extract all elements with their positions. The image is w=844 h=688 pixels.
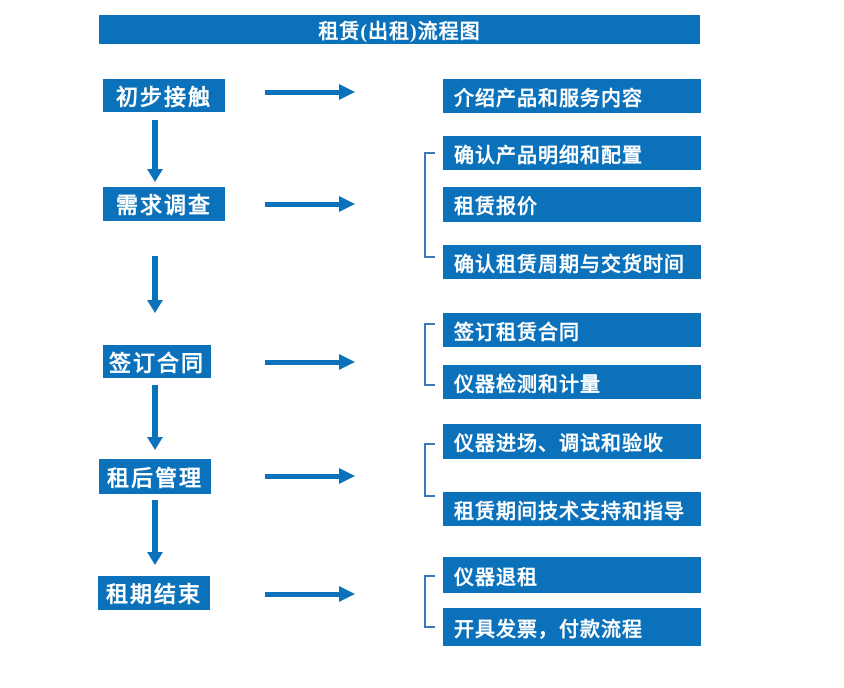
arrow-shaft (152, 120, 158, 169)
arrow-down-icon (147, 385, 163, 450)
output-box: 仪器检测和计量 (443, 365, 701, 399)
bracket-connector (424, 443, 435, 497)
bracket-connector (424, 323, 435, 386)
output-box: 介绍产品和服务内容 (443, 79, 701, 113)
arrow-shaft (265, 202, 341, 207)
bracket-connector (424, 575, 435, 628)
arrow-shaft (152, 500, 158, 552)
arrow-shaft (265, 360, 341, 365)
arrow-head (147, 437, 163, 450)
arrow-shaft (152, 256, 158, 300)
step-box-demand-survey: 需求调查 (103, 187, 225, 221)
output-box: 仪器进场、调试和验收 (443, 424, 701, 459)
arrow-shaft (265, 474, 341, 479)
output-box: 签订租赁合同 (443, 313, 701, 347)
output-box: 确认产品明细和配置 (443, 136, 701, 170)
arrow-head (339, 84, 355, 100)
arrow-shaft (265, 90, 341, 95)
arrow-shaft (152, 385, 158, 437)
output-box: 租赁报价 (443, 187, 701, 222)
arrow-right-icon (265, 468, 355, 484)
arrow-head (147, 300, 163, 313)
output-box: 仪器退租 (443, 557, 701, 593)
arrow-right-icon (265, 586, 355, 602)
arrow-shaft (265, 592, 341, 597)
arrow-head (339, 586, 355, 602)
arrow-head (339, 196, 355, 212)
arrow-head (147, 169, 163, 182)
step-box-post-rental-management: 租后管理 (99, 459, 211, 494)
step-box-sign-contract: 签订合同 (103, 345, 211, 378)
arrow-head (339, 468, 355, 484)
step-box-initial-contact: 初步接触 (103, 79, 225, 112)
output-box: 确认租赁周期与交货时间 (443, 245, 701, 279)
output-box: 租赁期间技术支持和指导 (443, 492, 701, 526)
arrow-down-icon (147, 256, 163, 313)
bracket-connector (424, 152, 435, 258)
arrow-down-icon (147, 500, 163, 565)
arrow-right-icon (265, 196, 355, 212)
arrow-head (339, 354, 355, 370)
step-box-rental-end: 租期结束 (98, 576, 210, 610)
output-box: 开具发票，付款流程 (443, 608, 701, 646)
arrow-head (147, 552, 163, 565)
arrow-right-icon (265, 84, 355, 100)
arrow-down-icon (147, 120, 163, 182)
arrow-right-icon (265, 354, 355, 370)
diagram-title: 租赁(出租)流程图 (99, 15, 700, 44)
